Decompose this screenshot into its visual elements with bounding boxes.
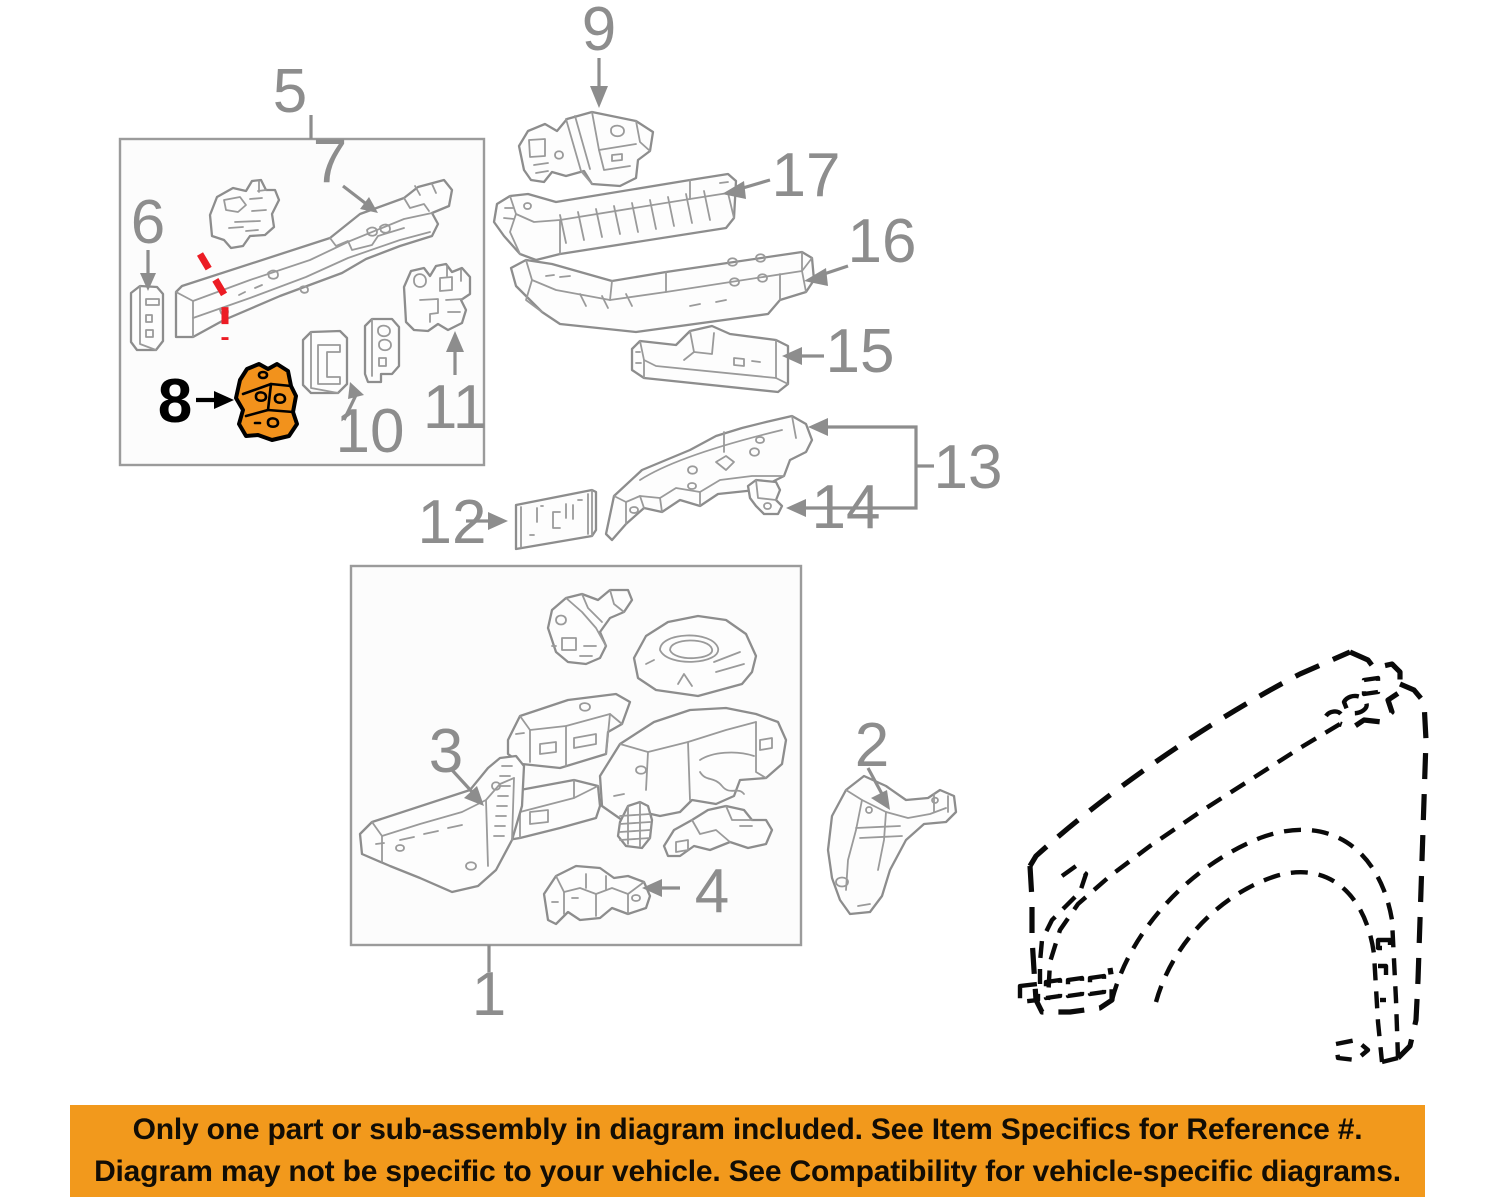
arrowhead-13 (808, 418, 828, 436)
callout-label-11: 11 (423, 373, 487, 442)
callout-label-4: 4 (695, 857, 729, 926)
callout-17: 17 (722, 141, 840, 210)
part-17 (492, 172, 738, 262)
part-mid-plate (616, 800, 654, 850)
arrowhead-12 (488, 512, 508, 530)
callout-4: 4 (642, 857, 729, 926)
callout-6: 6 (131, 188, 165, 291)
callout-10: 10 (336, 382, 405, 466)
callout-label-9: 9 (582, 0, 616, 64)
arrowhead-4 (642, 879, 662, 897)
arrowhead-7 (360, 197, 378, 213)
callout-15: 15 (782, 317, 894, 386)
leader-line-10 (342, 394, 358, 421)
arrowhead-17 (722, 181, 746, 199)
callout-label-13: 13 (934, 433, 1003, 502)
part-12 (514, 488, 598, 551)
part-right-bracket (662, 804, 774, 858)
arrowhead-15 (782, 347, 802, 365)
part-6 (129, 284, 165, 352)
part-8-highlighted (234, 362, 299, 442)
arrowhead-10 (348, 382, 364, 399)
part-strut-tower (632, 614, 758, 698)
part-bracket-upper (208, 178, 281, 250)
callout-label-1: 1 (472, 960, 506, 1029)
callout-11: 11 (423, 331, 487, 442)
callout-16: 16 (804, 207, 916, 286)
callout-label-7: 7 (313, 127, 347, 196)
part-10 (301, 329, 349, 395)
callout-9: 9 (582, 0, 616, 108)
callout-label-8: 8 (158, 367, 192, 436)
part-16 (509, 250, 816, 334)
callout-label-16: 16 (848, 207, 917, 276)
part-7 (174, 178, 454, 339)
part-hinge-bracket (546, 588, 634, 666)
part-bracket-mid (363, 317, 401, 384)
part-9 (517, 110, 655, 188)
arrowhead-14 (786, 499, 806, 517)
callout-bracket-13-14: 13 14 (786, 418, 1002, 542)
leader-line-7 (342, 184, 370, 208)
part-apron-panel (598, 706, 788, 822)
callout-label-6: 6 (131, 188, 165, 257)
disclaimer-line-1: Only one part or sub-assembly in diagram… (132, 1113, 1363, 1146)
leader-line-2 (866, 767, 884, 795)
leader-line-3 (450, 768, 476, 796)
callout-2: 2 (855, 711, 890, 810)
part-2 (826, 774, 958, 916)
part-3 (358, 754, 526, 894)
callout-label-17: 17 (772, 141, 841, 210)
disclaimer-line-2: Diagram may not be specific to your vehi… (94, 1155, 1401, 1188)
disclaimer-banner: Only one part or sub-assembly in diagram… (70, 1105, 1425, 1197)
part-15 (630, 324, 790, 394)
callout-label-14: 14 (812, 473, 881, 542)
callout-label-5: 5 (273, 57, 307, 126)
callout-label-15: 15 (826, 317, 895, 386)
callout-7: 7 (313, 127, 378, 213)
callout-label-3: 3 (429, 717, 463, 786)
callout-12: 12 (418, 488, 508, 557)
part-13 (604, 414, 814, 542)
arrowhead-16 (804, 268, 828, 286)
callout-8: 8 (158, 367, 234, 436)
callout-3: 3 (429, 717, 484, 806)
part-14 (746, 478, 784, 516)
phantom-fender-outline (1017, 649, 1429, 1065)
part-11 (402, 262, 472, 333)
part-4 (542, 864, 652, 926)
arrowhead-8 (214, 391, 234, 409)
arrowhead-6 (140, 273, 156, 291)
callout-label-10: 10 (336, 397, 405, 466)
arrowhead-2 (871, 790, 890, 810)
arrowhead-9 (590, 86, 608, 108)
callout-label-2: 2 (855, 711, 889, 780)
arrowhead-3 (464, 786, 484, 806)
arrowhead-11 (446, 331, 464, 352)
cut-line-marker (196, 252, 229, 340)
callout-label-12: 12 (418, 488, 487, 557)
part-ribbed-beam (506, 692, 632, 770)
